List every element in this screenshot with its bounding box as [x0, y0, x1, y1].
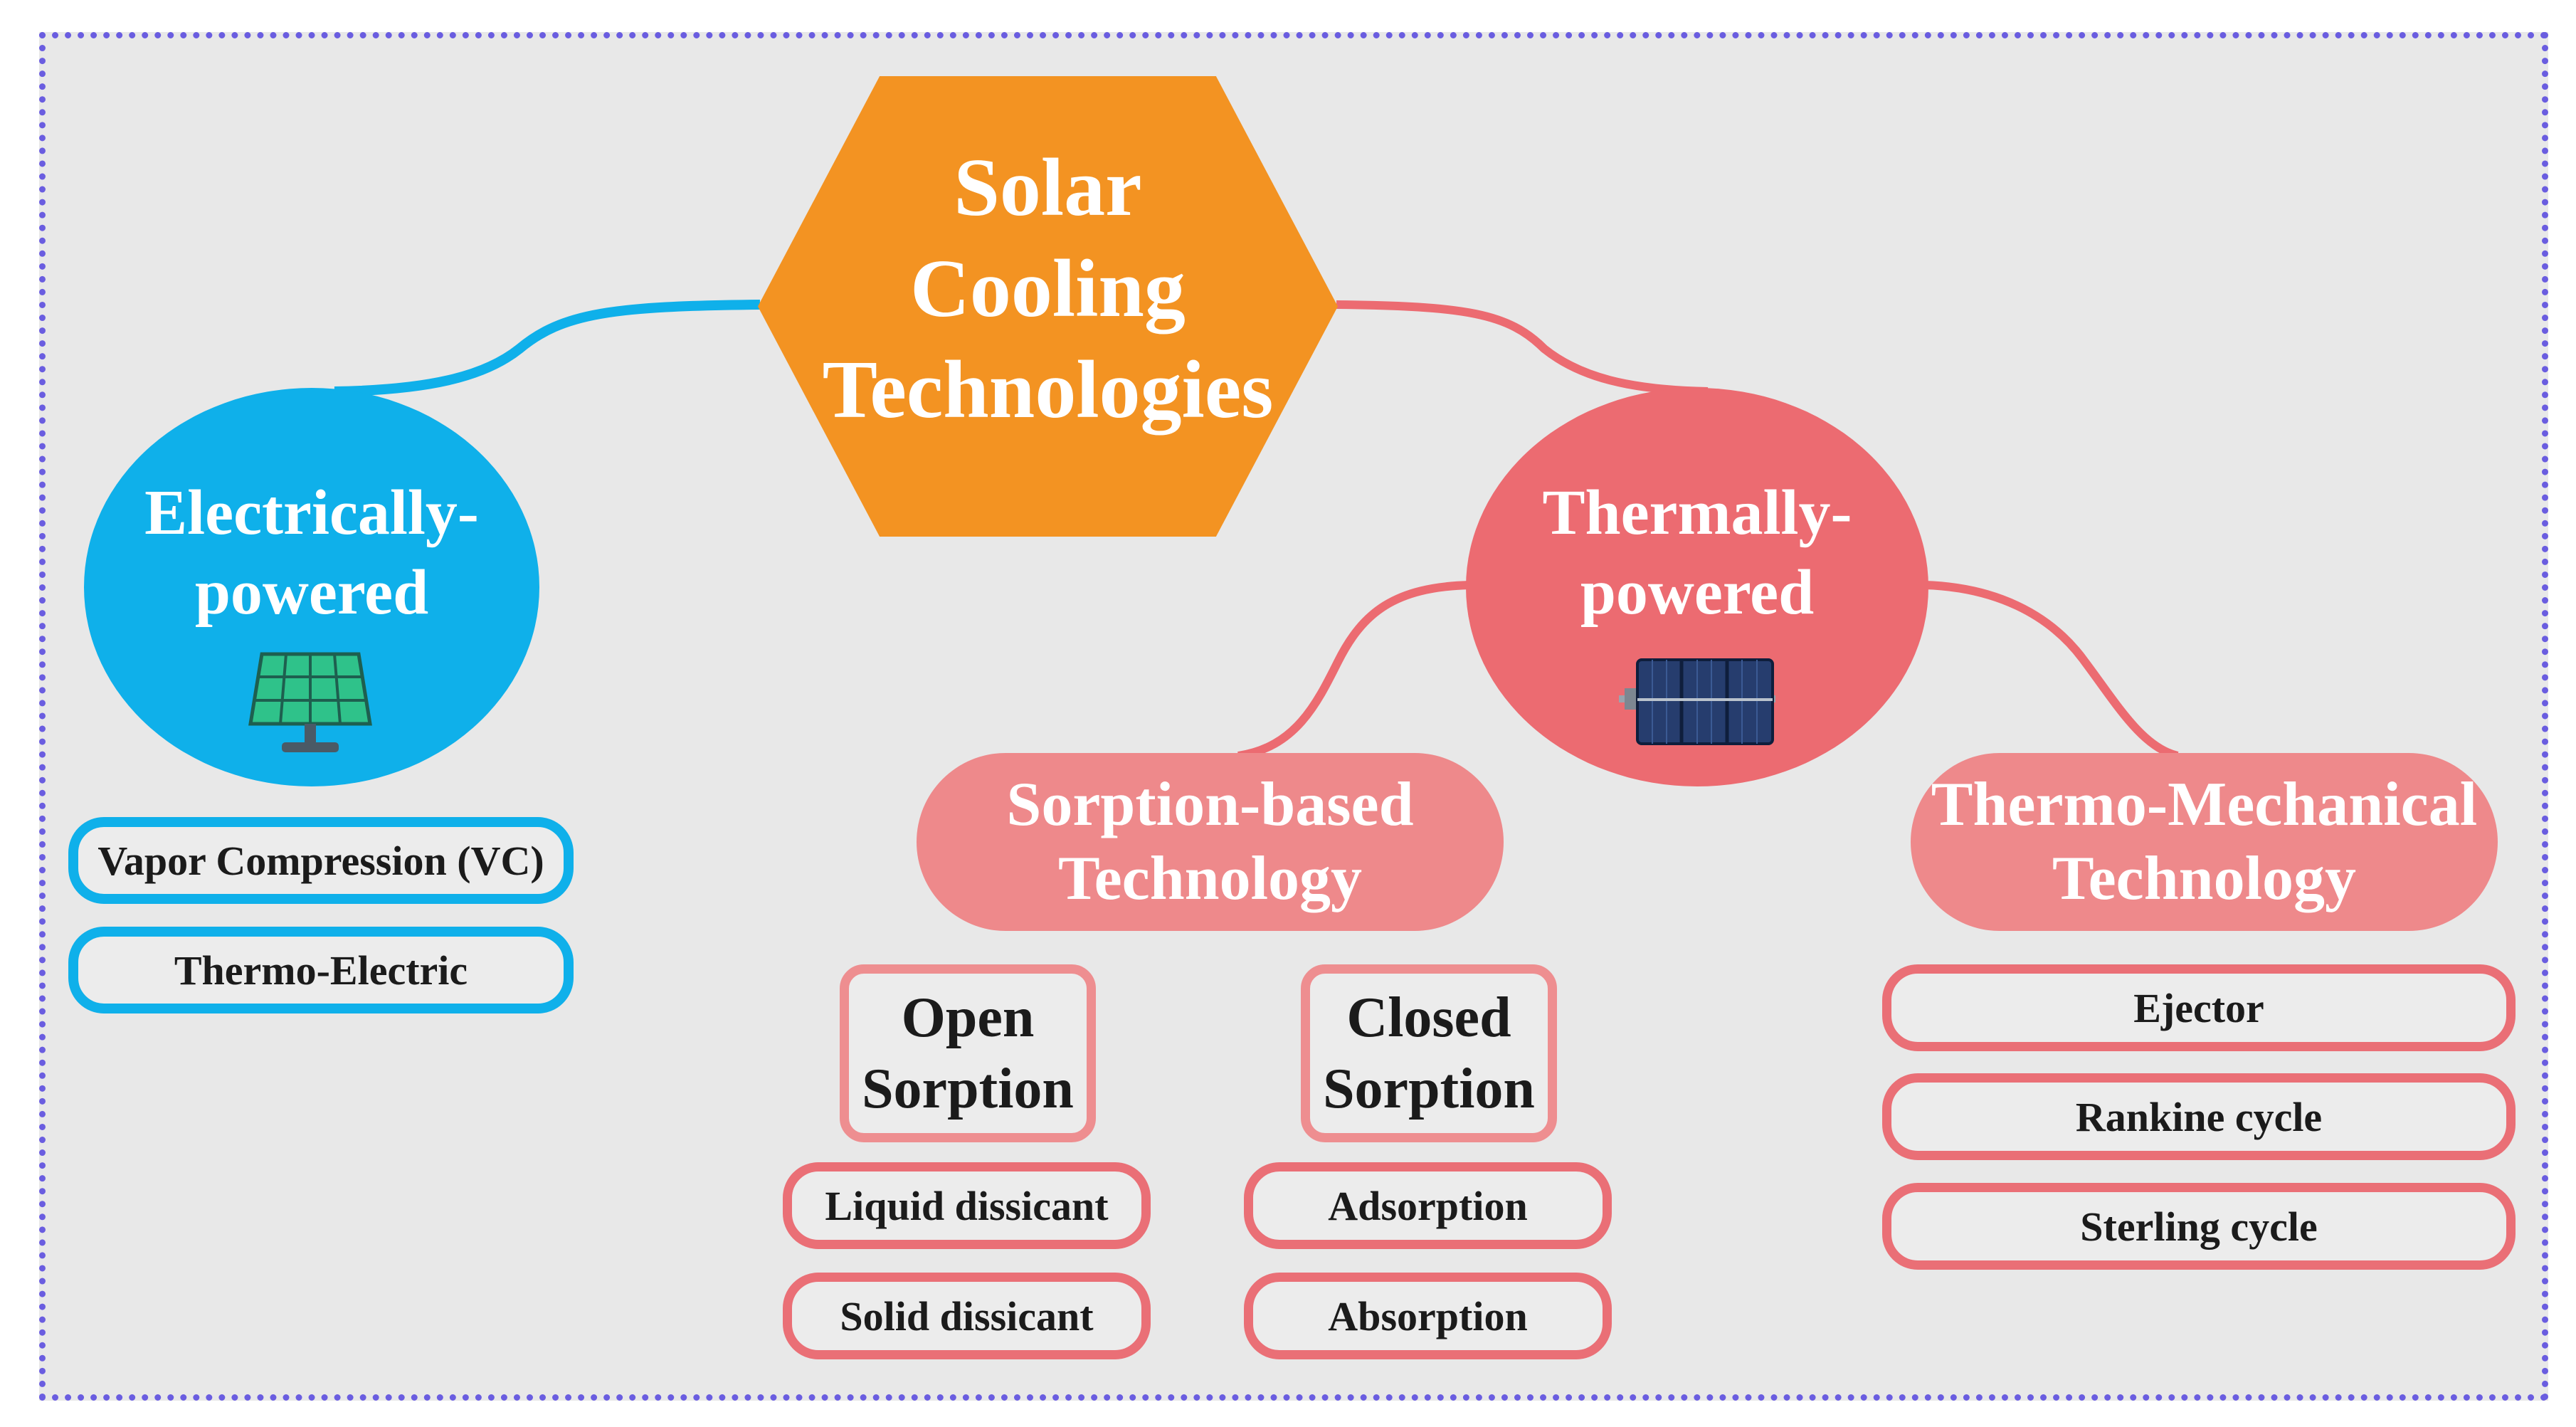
adsorption-label: Adsorption — [1328, 1182, 1528, 1229]
root-title-line1: Solar Cooling — [910, 142, 1186, 335]
electrically-powered-title: Electrically- powered — [84, 473, 539, 633]
ejector-box: Ejector — [1882, 964, 2516, 1051]
absorption-label: Absorption — [1328, 1292, 1528, 1339]
rankine-cycle-label: Rankine cycle — [2075, 1093, 2323, 1140]
connector-thermal-sorption — [1237, 581, 1470, 760]
solid-dissicant-label: Solid dissicant — [840, 1292, 1094, 1339]
thermally-powered-node: Thermally- powered — [1466, 388, 1928, 786]
thermo-mechanical-node: Thermo-Mechanical Technology — [1911, 753, 2498, 931]
adsorption-box: Adsorption — [1244, 1162, 1612, 1249]
root-node-title: Solar Cooling Technologies — [820, 137, 1276, 441]
ejector-label: Ejector — [2133, 984, 2264, 1031]
liquid-dissicant-box: Liquid dissicant — [783, 1162, 1151, 1249]
solar-panel-icon — [248, 652, 372, 752]
thermal-title-line1: Thermally- — [1542, 478, 1852, 548]
thermo-electric-box: Thermo-Electric — [68, 927, 574, 1013]
open-sorption-title: Open Sorption — [862, 982, 1074, 1125]
mechanical-title-line2: Technology — [2052, 844, 2357, 913]
thermo-electric-label: Thermo-Electric — [174, 947, 468, 994]
closed-sorption-box: Closed Sorption — [1301, 964, 1557, 1142]
solar-collector-icon — [1619, 658, 1775, 745]
liquid-dissicant-label: Liquid dissicant — [825, 1182, 1109, 1229]
solid-dissicant-box: Solid dissicant — [783, 1273, 1151, 1359]
root-node-hexagon: Solar Cooling Technologies — [758, 76, 1338, 537]
closed-sorption-line1: Closed — [1346, 986, 1511, 1049]
closed-sorption-line2: Sorption — [1323, 1058, 1535, 1120]
connector-root-thermal — [1336, 300, 1709, 396]
sterling-cycle-box: Sterling cycle — [1882, 1183, 2516, 1270]
electric-title-line2: powered — [194, 557, 429, 628]
electric-title-line1: Electrically- — [144, 478, 479, 548]
sorption-title-line1: Sorption-based — [1006, 770, 1414, 839]
absorption-box: Absorption — [1244, 1273, 1612, 1359]
thermal-title-line2: powered — [1580, 557, 1815, 628]
closed-sorption-title: Closed Sorption — [1323, 982, 1535, 1125]
sorption-based-node: Sorption-based Technology — [917, 753, 1504, 931]
thermally-powered-title: Thermally- powered — [1466, 473, 1928, 633]
open-sorption-line2: Sorption — [862, 1058, 1074, 1120]
mechanical-title-line1: Thermo-Mechanical — [1931, 770, 2478, 839]
sorption-based-title: Sorption-based Technology — [1006, 768, 1413, 916]
sterling-cycle-label: Sterling cycle — [2080, 1203, 2318, 1250]
connector-thermal-mechanical — [1924, 581, 2179, 760]
connector-root-electric — [334, 300, 761, 396]
sorption-title-line2: Technology — [1057, 844, 1363, 913]
vapor-compression-box: Vapor Compression (VC) — [68, 817, 574, 904]
rankine-cycle-box: Rankine cycle — [1882, 1073, 2516, 1160]
root-title-line2: Technologies — [822, 344, 1274, 436]
thermo-mechanical-title: Thermo-Mechanical Technology — [1931, 768, 2477, 916]
open-sorption-box: Open Sorption — [840, 964, 1096, 1142]
open-sorption-line1: Open — [901, 986, 1035, 1049]
vapor-compression-label: Vapor Compression (VC) — [97, 837, 544, 884]
electrically-powered-node: Electrically- powered — [84, 388, 539, 786]
